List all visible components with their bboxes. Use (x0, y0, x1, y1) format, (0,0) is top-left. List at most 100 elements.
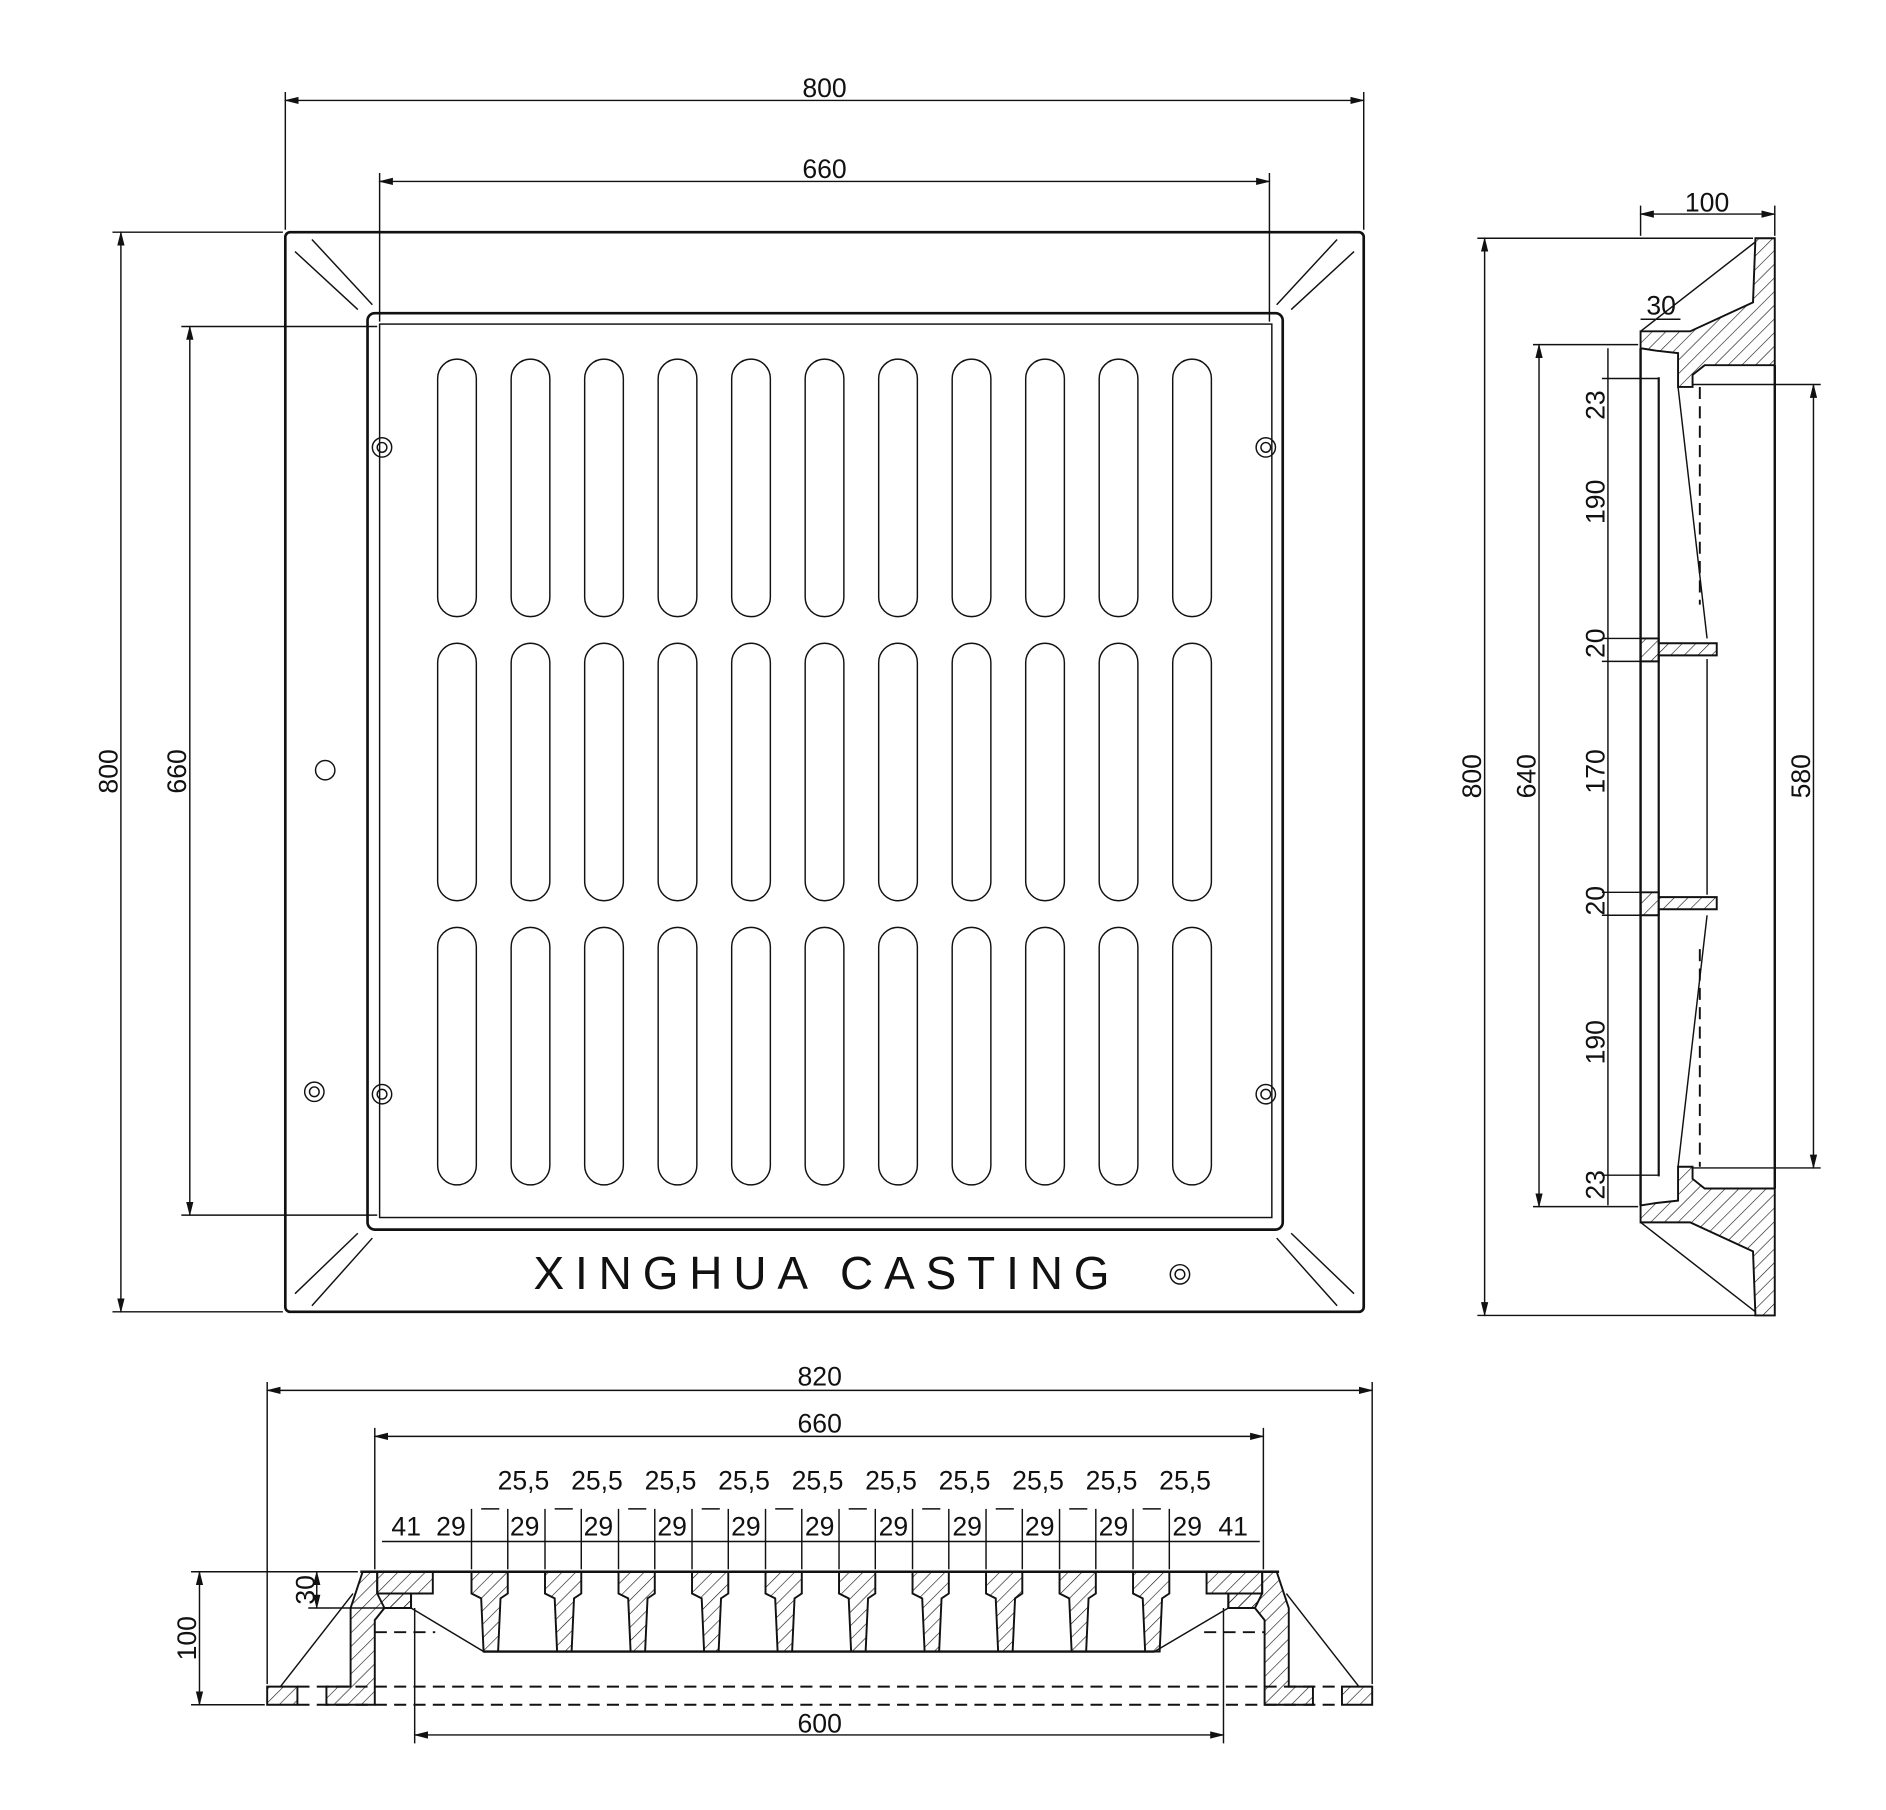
bolt-holes (303, 437, 1277, 1285)
edge-bar (1205, 1570, 1264, 1609)
bearing-bar (470, 1570, 509, 1653)
slot (583, 642, 625, 902)
slot (877, 642, 919, 902)
bolt-hole-icon (1255, 1083, 1277, 1105)
slot-width-label: 29 (952, 1511, 982, 1541)
outer-frame (283, 230, 1366, 1314)
bolt-hole-icon (1255, 437, 1277, 458)
lift-hole-icon (314, 759, 336, 781)
slot (657, 926, 698, 1186)
slot (1098, 926, 1139, 1186)
slot (951, 642, 992, 902)
slot (1171, 926, 1213, 1186)
bearing-bar (544, 1570, 583, 1653)
slot-width-label: 29 (1172, 1511, 1202, 1541)
bearing-bar-section (1639, 891, 1718, 917)
slot (804, 642, 845, 902)
plan-view: XINGHUA CASTING 800 660 800 660 (93, 73, 1366, 1314)
slot (1024, 358, 1066, 618)
bearing-bar-section (1639, 637, 1718, 663)
frame-section-left (266, 1685, 299, 1706)
bolt-hole-icon (371, 437, 393, 458)
slot (1171, 358, 1213, 618)
dim-overall-height: 800 (93, 749, 123, 793)
brand-text: XINGHUA CASTING (533, 1247, 1120, 1299)
slot (510, 642, 551, 902)
bar-gap-label: 25,5 (571, 1466, 623, 1496)
dim-overall-section: 820 (798, 1362, 842, 1392)
slot-width-label: 29 (879, 1511, 909, 1541)
bearing-bar (911, 1570, 950, 1653)
bar-gap-label: 25,5 (1012, 1466, 1064, 1496)
segment-dim-label: 23 (1580, 1170, 1610, 1200)
bar-gap-label: 25,5 (792, 1466, 844, 1496)
slot-width-label: 29 (1099, 1511, 1129, 1541)
bearing-bars (376, 1570, 1264, 1653)
dim-depth: 100 (1685, 188, 1729, 218)
corner-ribs (294, 238, 1355, 1307)
bearing-bar (1132, 1570, 1171, 1653)
slot (1098, 358, 1139, 618)
slot (877, 926, 919, 1186)
slot-width-label: 29 (657, 1511, 687, 1541)
bearing-bar (617, 1570, 656, 1653)
segment-dim-label: 170 (1580, 749, 1610, 793)
slot (804, 358, 845, 618)
bolt-hole-icon (1169, 1263, 1191, 1285)
bar-gap-label: 25,5 (718, 1466, 770, 1496)
bar-gap-label: 25,5 (645, 1466, 697, 1496)
frame-section-top (1639, 237, 1776, 388)
slot (1024, 926, 1066, 1186)
dim-inner-width: 660 (802, 154, 846, 184)
slot (1024, 642, 1066, 902)
slot-width-label: 29 (731, 1511, 761, 1541)
dim-580: 580 (1786, 754, 1816, 798)
slot (804, 926, 845, 1186)
bearing-bar (1058, 1570, 1097, 1653)
bar-gap-label: 25,5 (939, 1466, 991, 1496)
segment-dim-label: 190 (1580, 1020, 1610, 1064)
slot-width-label: 29 (510, 1511, 540, 1541)
dim-lip-section: 30 (290, 1575, 320, 1605)
dim-640: 640 (1511, 754, 1541, 798)
bar-gap-label: 25,5 (498, 1466, 550, 1496)
grate-cover (378, 323, 1273, 1219)
dim-opening: 600 (798, 1709, 842, 1739)
slot-width-label: 29 (805, 1511, 835, 1541)
slot (951, 926, 992, 1186)
bearing-bar (985, 1570, 1024, 1653)
slot (583, 358, 625, 618)
segment-dim-label: 190 (1580, 480, 1610, 524)
dim-overall-side: 800 (1457, 754, 1487, 798)
slot-width-label: 41 (1218, 1511, 1248, 1541)
frame-seat (366, 311, 1285, 1231)
slot (730, 358, 772, 618)
bearing-bar (691, 1570, 730, 1653)
edge-bar (376, 1570, 434, 1609)
slot (951, 358, 992, 618)
slot (436, 358, 478, 618)
slot (730, 926, 772, 1186)
slot (1171, 642, 1213, 902)
slot (436, 642, 478, 902)
slot (583, 926, 625, 1186)
slot (657, 642, 698, 902)
segment-dim-label: 20 (1580, 628, 1610, 658)
slot (877, 358, 919, 618)
frame-section-right (1340, 1685, 1374, 1706)
frame-section-bottom (1639, 1165, 1776, 1317)
slot (510, 926, 551, 1186)
segment-dim-label: 23 (1580, 390, 1610, 420)
slot (730, 642, 772, 902)
slot-width-label: 29 (1025, 1511, 1055, 1541)
slot (510, 358, 551, 618)
bearing-bar (838, 1570, 877, 1653)
drainage-slots (436, 358, 1213, 1186)
bar-gap-label: 25,5 (1086, 1466, 1138, 1496)
dim-lip: 30 (1646, 290, 1676, 320)
